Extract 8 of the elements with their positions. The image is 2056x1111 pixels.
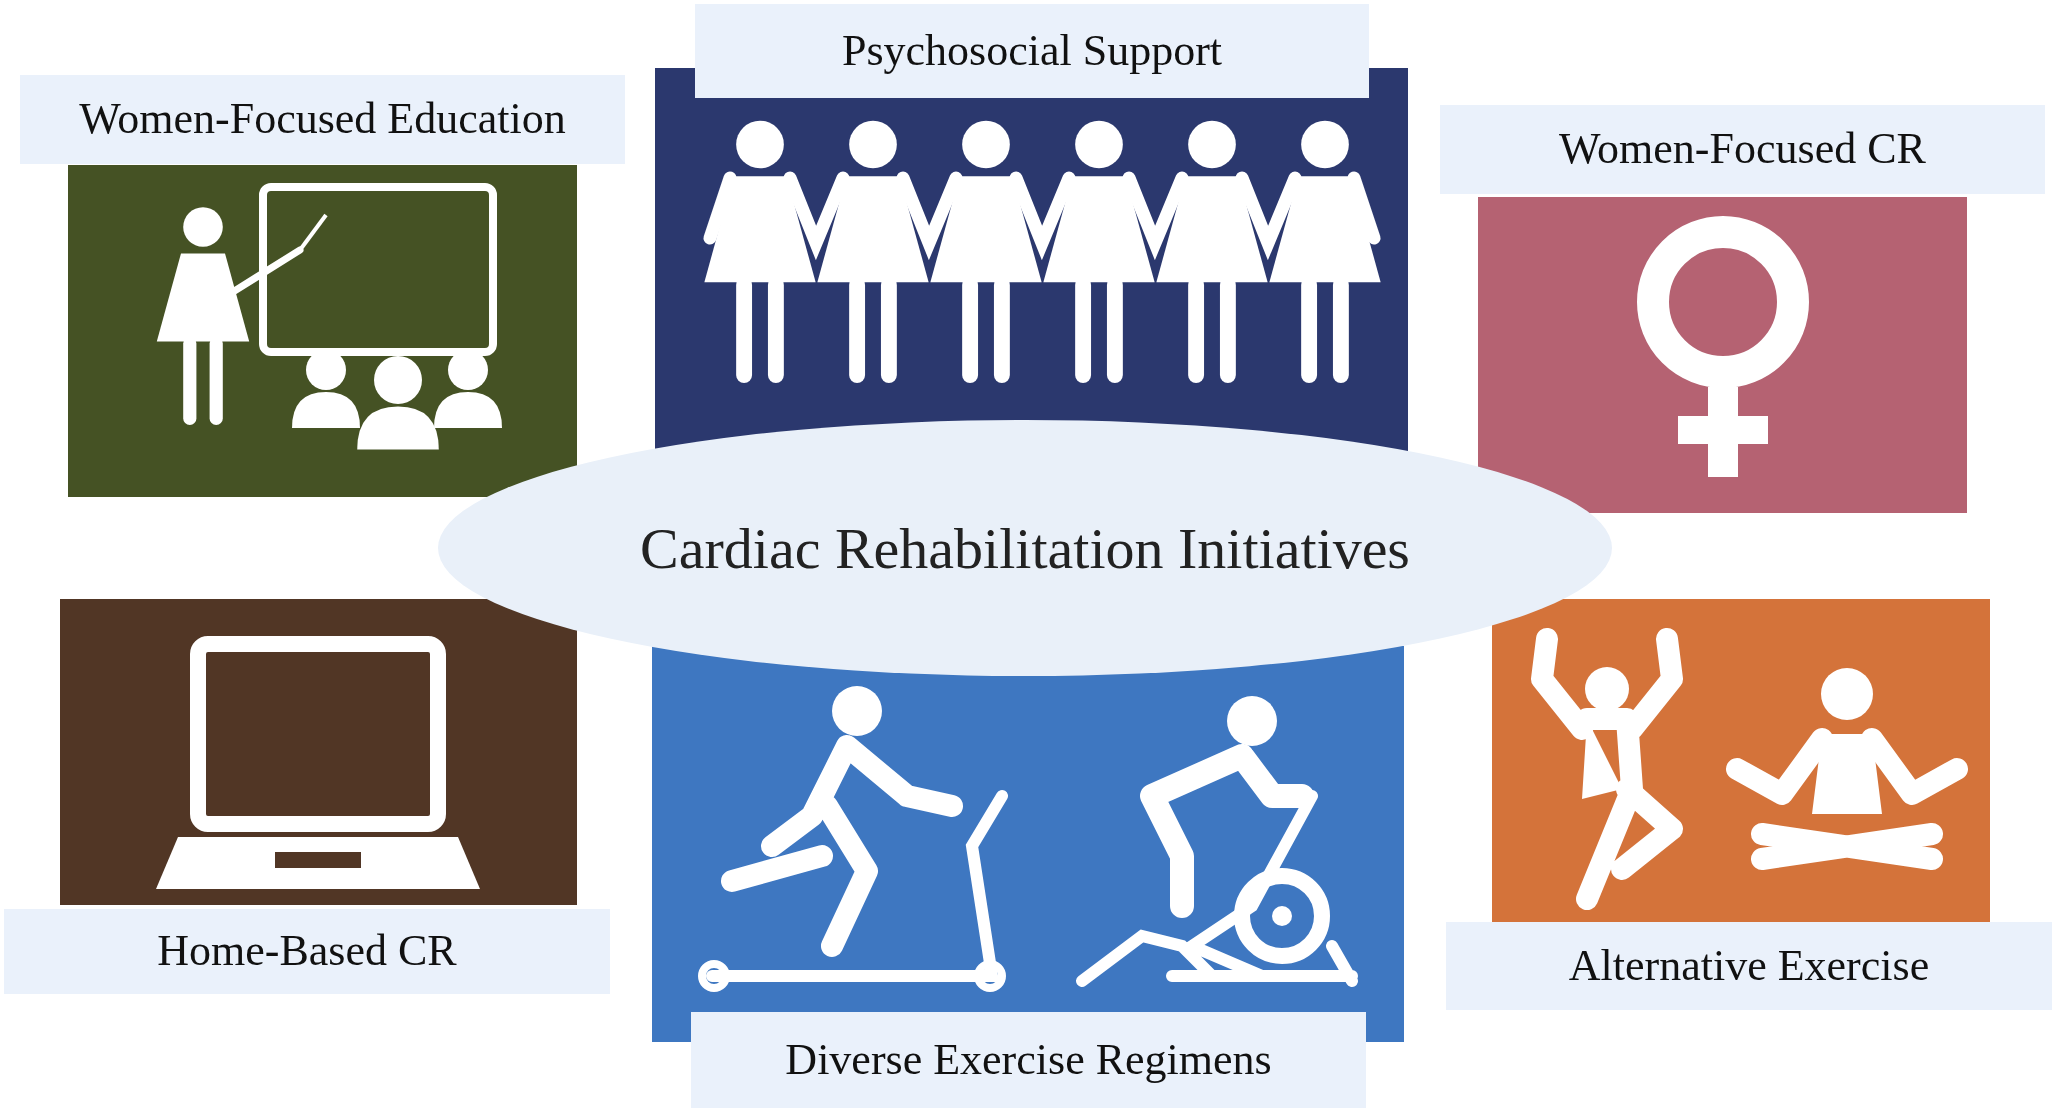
panel-title: Psychosocial Support [841,26,1223,76]
title-ellipse [438,420,1612,676]
panel-title: Women-Focused CR [1559,125,1926,174]
panel-title: Home-Based CR [157,927,457,976]
title-text: Cardiac Rehabilitation Initiatives [640,514,1410,582]
panel-title: Women-Focused Education [79,95,566,144]
panel-title: Diverse Exercise Regimens [785,1035,1272,1085]
panel-title: Alternative Exercise [1568,941,1930,991]
